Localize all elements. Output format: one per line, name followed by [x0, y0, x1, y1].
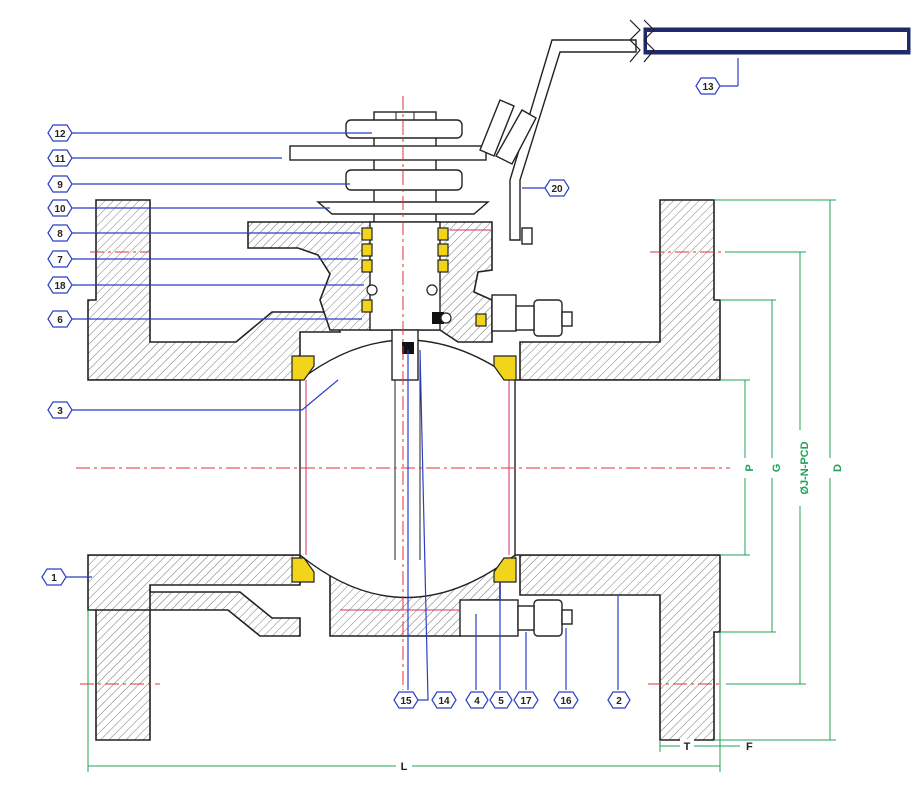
svg-text:4: 4: [474, 696, 480, 707]
leaders: [66, 58, 739, 701]
balloon-5: 5: [489, 691, 513, 709]
centerlines: [76, 96, 730, 690]
svg-text:17: 17: [520, 696, 532, 707]
balloon-8: 8: [47, 224, 73, 242]
balloon-13: 13: [695, 77, 721, 95]
body-bolts: [459, 294, 573, 637]
balloon-12: 12: [47, 124, 73, 142]
svg-text:5: 5: [498, 696, 504, 707]
balloon-11: 11: [47, 149, 73, 167]
svg-text:9: 9: [57, 180, 63, 191]
dim-F: F: [746, 741, 753, 753]
svg-text:16: 16: [560, 696, 572, 707]
dim-G: G: [771, 464, 783, 473]
svg-text:11: 11: [55, 154, 66, 165]
svg-text:10: 10: [54, 204, 66, 215]
dim-L: L: [401, 761, 408, 773]
balloon-3: 3: [47, 401, 73, 419]
balloon-16: 16: [553, 691, 579, 709]
dim-P: P: [744, 464, 756, 471]
dim-D: D: [832, 464, 844, 472]
balloon-14: 14: [431, 691, 457, 709]
balloons: 12 11 9 10 8 7 18 6 3 1 13 20 15 14 4 5 …: [41, 77, 721, 709]
dimension-labels: D ØJ-N-PCD G P L T F: [396, 430, 844, 774]
svg-text:7: 7: [57, 255, 63, 266]
svg-text:13: 13: [702, 82, 714, 93]
balloon-9: 9: [47, 175, 73, 193]
balloon-6: 6: [47, 310, 73, 328]
balloon-2: 2: [607, 691, 631, 709]
seats: [291, 355, 517, 583]
handle: [479, 19, 911, 245]
balloon-7: 7: [47, 250, 73, 268]
svg-text:1: 1: [51, 573, 57, 584]
balloon-15: 15: [393, 691, 419, 709]
svg-text:18: 18: [54, 281, 66, 292]
svg-text:15: 15: [400, 696, 412, 707]
balloon-17: 17: [513, 691, 539, 709]
dim-PCD: ØJ-N-PCD: [799, 441, 811, 494]
balloon-18: 18: [47, 276, 73, 294]
svg-text:14: 14: [438, 696, 450, 707]
balloon-1: 1: [41, 568, 67, 586]
svg-text:8: 8: [57, 229, 63, 240]
balloon-10: 10: [47, 199, 73, 217]
dim-T: T: [684, 741, 691, 753]
svg-text:12: 12: [54, 129, 66, 140]
balloon-4: 4: [465, 691, 489, 709]
svg-text:2: 2: [616, 696, 622, 707]
svg-text:3: 3: [57, 406, 63, 417]
stem-nuts: [289, 119, 490, 215]
balloon-20: 20: [544, 179, 570, 197]
svg-text:6: 6: [57, 315, 63, 326]
svg-text:20: 20: [551, 184, 563, 195]
